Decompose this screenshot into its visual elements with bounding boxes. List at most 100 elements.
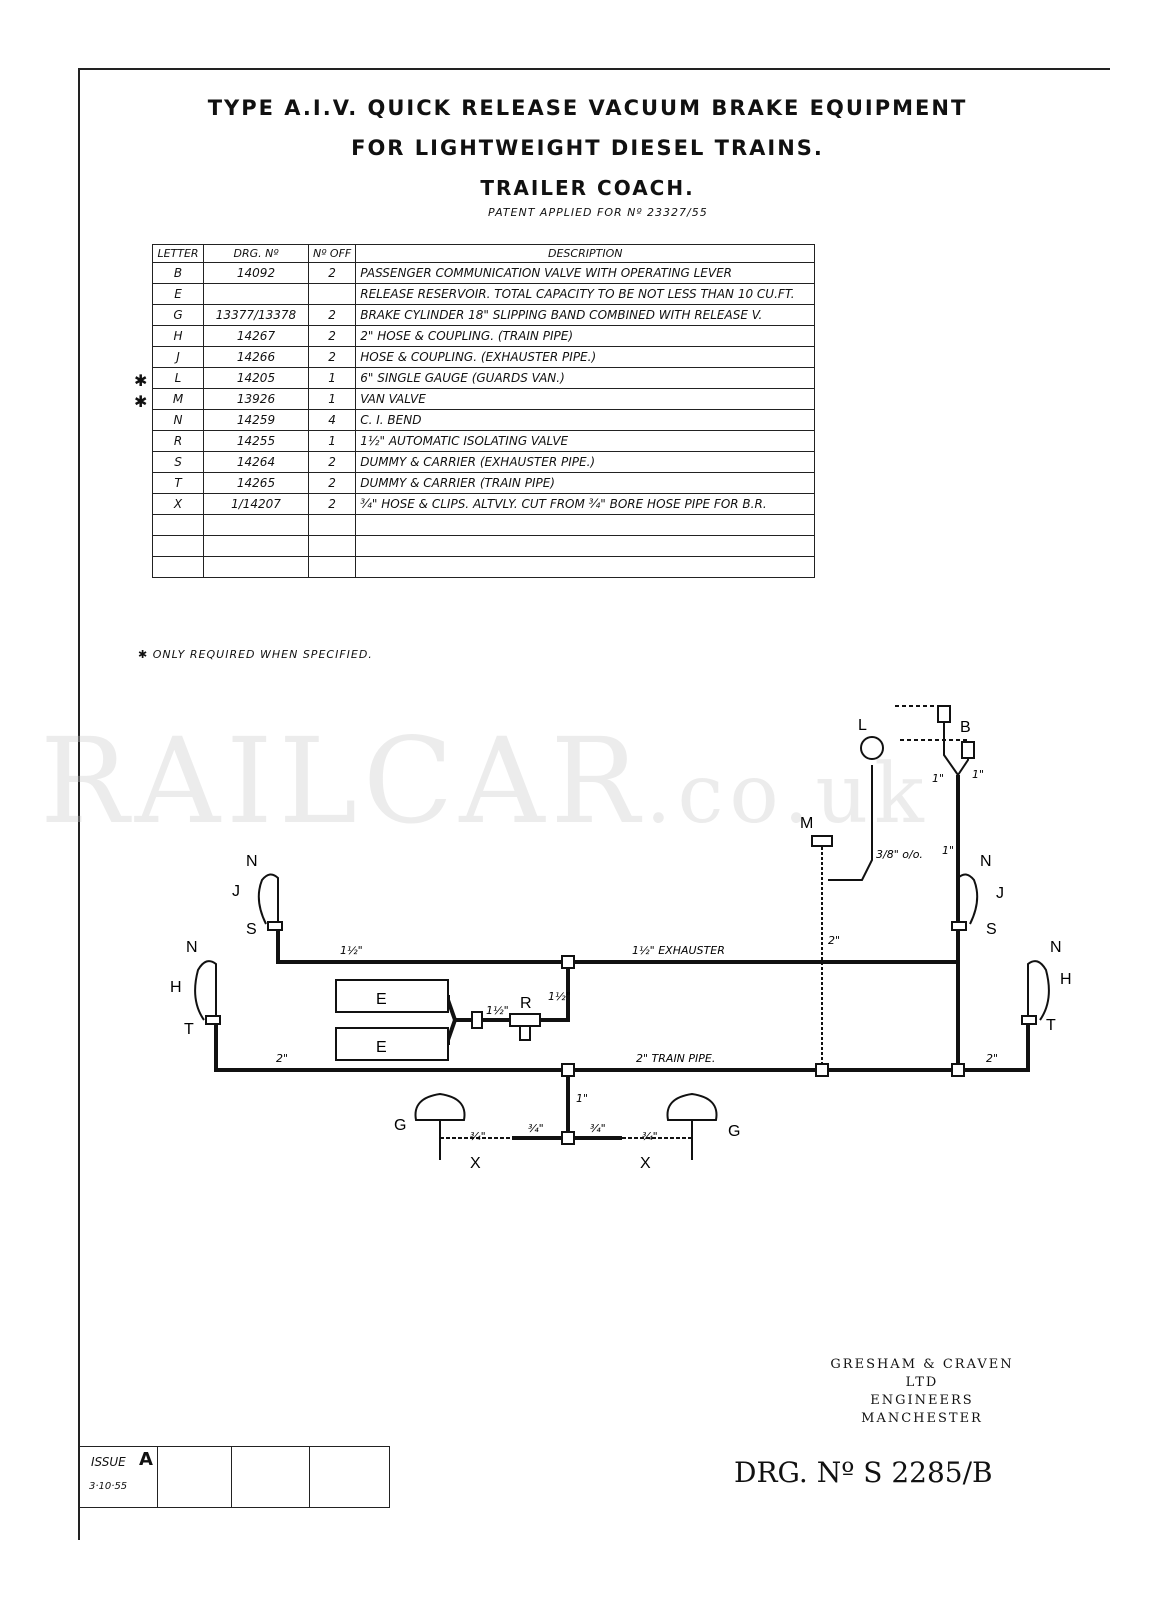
watermark-suffix: .co.uk (645, 747, 930, 842)
drawing-number: DRG. Nº S 2285/B (734, 1456, 993, 1489)
cell-drg-no: 14259 (203, 409, 309, 431)
dummy-t-right (1021, 1015, 1037, 1025)
label-n-left-upper: N (246, 853, 258, 870)
table-row (152, 556, 816, 578)
brake-cylinder-right (666, 1092, 718, 1121)
pipe-label-cyl-4: ¾" (642, 1130, 658, 1143)
dummy-t-left (205, 1015, 221, 1025)
pipe-label-train-mid: 2" TRAIN PIPE. (636, 1052, 715, 1065)
comm-valve-b-lower (961, 741, 975, 759)
label-s-right: S (986, 921, 997, 938)
table-row (152, 514, 816, 536)
drawing-sheet-border (78, 68, 1110, 1540)
label-e-upper: E (376, 991, 387, 1008)
pipe-label-exhaust-right: 1½" EXHAUSTER (632, 944, 725, 957)
label-n-left-lower: N (186, 939, 198, 956)
cell-description (355, 556, 816, 578)
pipe-label-exhaust-left: 1½" (340, 944, 363, 957)
to-e-lower (446, 1018, 472, 1045)
pipe-label-train-right: 2" (986, 1052, 998, 1065)
header-letter: LETTER (152, 244, 204, 263)
release-reservoir-lower (335, 1027, 449, 1061)
label-r: R (520, 995, 532, 1012)
release-reservoir-upper (335, 979, 449, 1013)
label-t-right: T (1046, 1017, 1056, 1034)
label-x-left: X (470, 1155, 481, 1172)
b-branch-left (943, 712, 959, 776)
hose-h-right (1027, 960, 1050, 1022)
pipe-label-b-3: 1" (942, 844, 954, 857)
cell-no-off (307, 556, 357, 578)
train-pipe-tee (561, 1063, 575, 1077)
dummy-s-left (267, 921, 283, 931)
watermark: RAILCAR.co.uk (40, 712, 930, 850)
patent-note: PATENT APPLIED FOR Nº 23327/55 (488, 206, 708, 219)
label-m: M (800, 815, 813, 832)
issue-box: ISSUE A 3·10·55 (78, 1446, 390, 1508)
label-j-right: J (996, 885, 1004, 902)
gauge-pipe (828, 765, 873, 881)
cell-drg-no: 14092 (203, 262, 309, 284)
pipe-label-vertical-2: 2" (828, 934, 840, 947)
footnote: ✱ ONLY REQUIRED WHEN SPECIFIED. (138, 648, 373, 661)
b-pipe-tee (951, 1063, 965, 1077)
single-gauge-l (860, 736, 884, 760)
pipe-label-b-2: 1" (972, 768, 984, 781)
label-h-left: H (170, 979, 182, 996)
label-h-right: H (1060, 971, 1072, 988)
label-s-left: S (246, 921, 257, 938)
pipe-label-b-1: 1" (932, 772, 944, 785)
label-j-left: J (232, 883, 240, 900)
pipe-label-drop-1: 1" (576, 1092, 588, 1105)
cell-drg-no: 13926 (203, 388, 309, 410)
pipe-label-gauge: 3/8" o/o. (876, 848, 923, 861)
drawing-title-line3: TRAILER COACH. (480, 176, 695, 200)
pipe-label-cyl-2: ¾" (528, 1122, 544, 1135)
issue-date: 3·10·55 (89, 1481, 128, 1492)
exhauster-pipe (276, 928, 960, 964)
firm-name: GRESHAM & CRAVEN LTD (830, 1357, 1014, 1390)
hose-j-right (957, 873, 979, 928)
star-marker-l: ✱ (134, 371, 148, 390)
van-valve-m (811, 835, 833, 847)
cell-description: PASSENGER COMMUNICATION VALVE WITH OPERA… (355, 262, 816, 284)
hose-h-left (194, 960, 217, 1022)
firm-line3: MANCHESTER (861, 1411, 983, 1426)
label-l: L (858, 717, 867, 734)
label-g-right: G (728, 1123, 740, 1140)
pipe-label-branch-e: 1½" (486, 1004, 509, 1017)
issue-cell-blank-2 (231, 1447, 310, 1507)
firm-block: GRESHAM & CRAVEN LTD ENGINEERS MANCHESTE… (812, 1356, 1032, 1428)
train-pipe (214, 1022, 1030, 1072)
drawing-title-line2: FOR LIGHTWEIGHT DIESEL TRAINS. (351, 136, 824, 160)
issue-value: A (139, 1449, 153, 1470)
branch-to-r (540, 962, 570, 1022)
issue-label: ISSUE (91, 1455, 126, 1469)
pipe-label-branch-r: 1½" (548, 990, 571, 1003)
label-g-left: G (394, 1117, 406, 1134)
label-n-right-upper: N (980, 853, 992, 870)
drawing-title-line1: TYPE A.I.V. QUICK RELEASE VACUUM BRAKE E… (207, 96, 968, 120)
label-x-right: X (640, 1155, 651, 1172)
star-marker-m: ✱ (134, 392, 148, 411)
isolating-valve-r (471, 1011, 541, 1041)
label-b: B (960, 719, 971, 736)
to-e-upper (446, 995, 472, 1022)
pipe-label-train-left: 2" (276, 1052, 288, 1065)
issue-cell: ISSUE A 3·10·55 (79, 1447, 158, 1507)
hose-j-left (257, 873, 279, 928)
label-t-left: T (184, 1021, 194, 1038)
m-pipe-tee (815, 1063, 829, 1077)
firm-line2: ENGINEERS (870, 1393, 974, 1408)
pipe-label-cyl-1: ¾" (470, 1130, 486, 1143)
pipe-network (214, 775, 1030, 1140)
watermark-main: RAILCAR (40, 712, 646, 850)
label-n-right-lower: N (1050, 939, 1062, 956)
label-e-lower: E (376, 1039, 387, 1056)
cell-drg-no: 14267 (203, 325, 309, 347)
